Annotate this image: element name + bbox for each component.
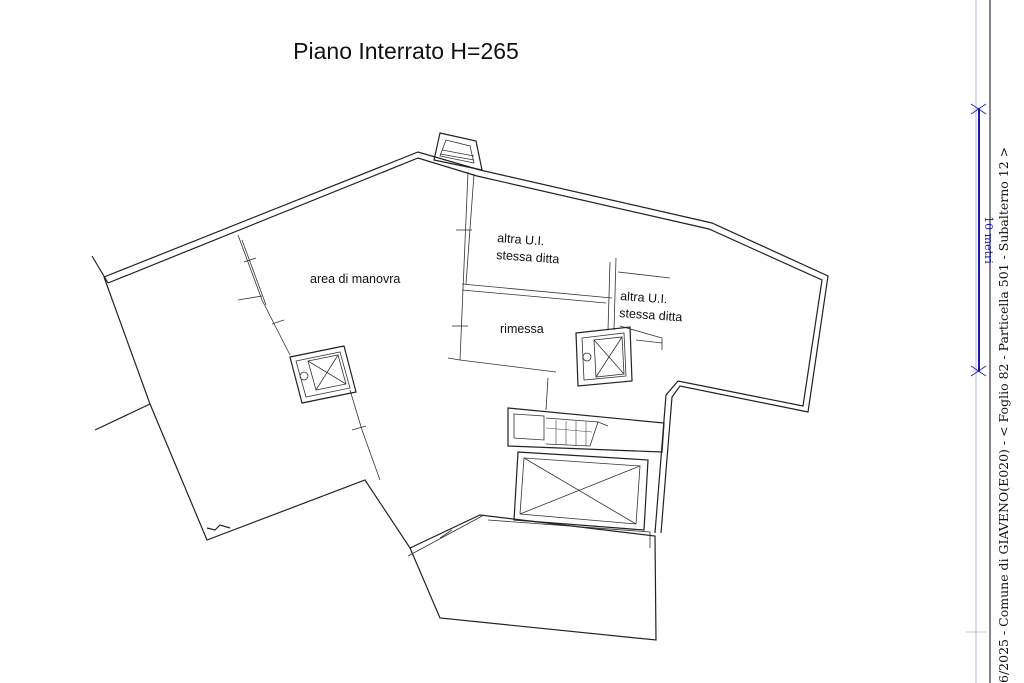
scale-bar-label: 10 metri	[982, 216, 995, 264]
exterior-walls	[91, 151, 829, 641]
scale-bar: 10 metri	[970, 103, 995, 377]
void-shaft	[513, 451, 649, 531]
right-frame	[966, 0, 991, 683]
room-label-altra-ui-2-line1: altra U.I.	[620, 289, 668, 306]
room-labels: area di manovra altra U.I. stessa ditta …	[310, 231, 683, 336]
elevator-shaft-left	[289, 345, 357, 404]
cadastral-reference-text: 6/2025 - Comune di GIAVENO(E020) - < Fog…	[996, 147, 1011, 683]
interior-walls	[237, 171, 671, 539]
elevator-shaft-right	[575, 326, 633, 387]
room-label-rimessa: rimessa	[500, 322, 544, 336]
room-label-altra-ui-1-line2: stessa ditta	[496, 248, 560, 266]
room-label-altra-ui-1-line1: altra U.I.	[497, 231, 545, 248]
room-label-area-manovra: area di manovra	[310, 272, 400, 286]
staircase	[507, 407, 665, 453]
room-label-altra-ui-2-line2: stessa ditta	[619, 306, 683, 324]
plan-title: Piano Interrato H=265	[293, 38, 519, 64]
upper-stair-projection	[433, 132, 483, 171]
